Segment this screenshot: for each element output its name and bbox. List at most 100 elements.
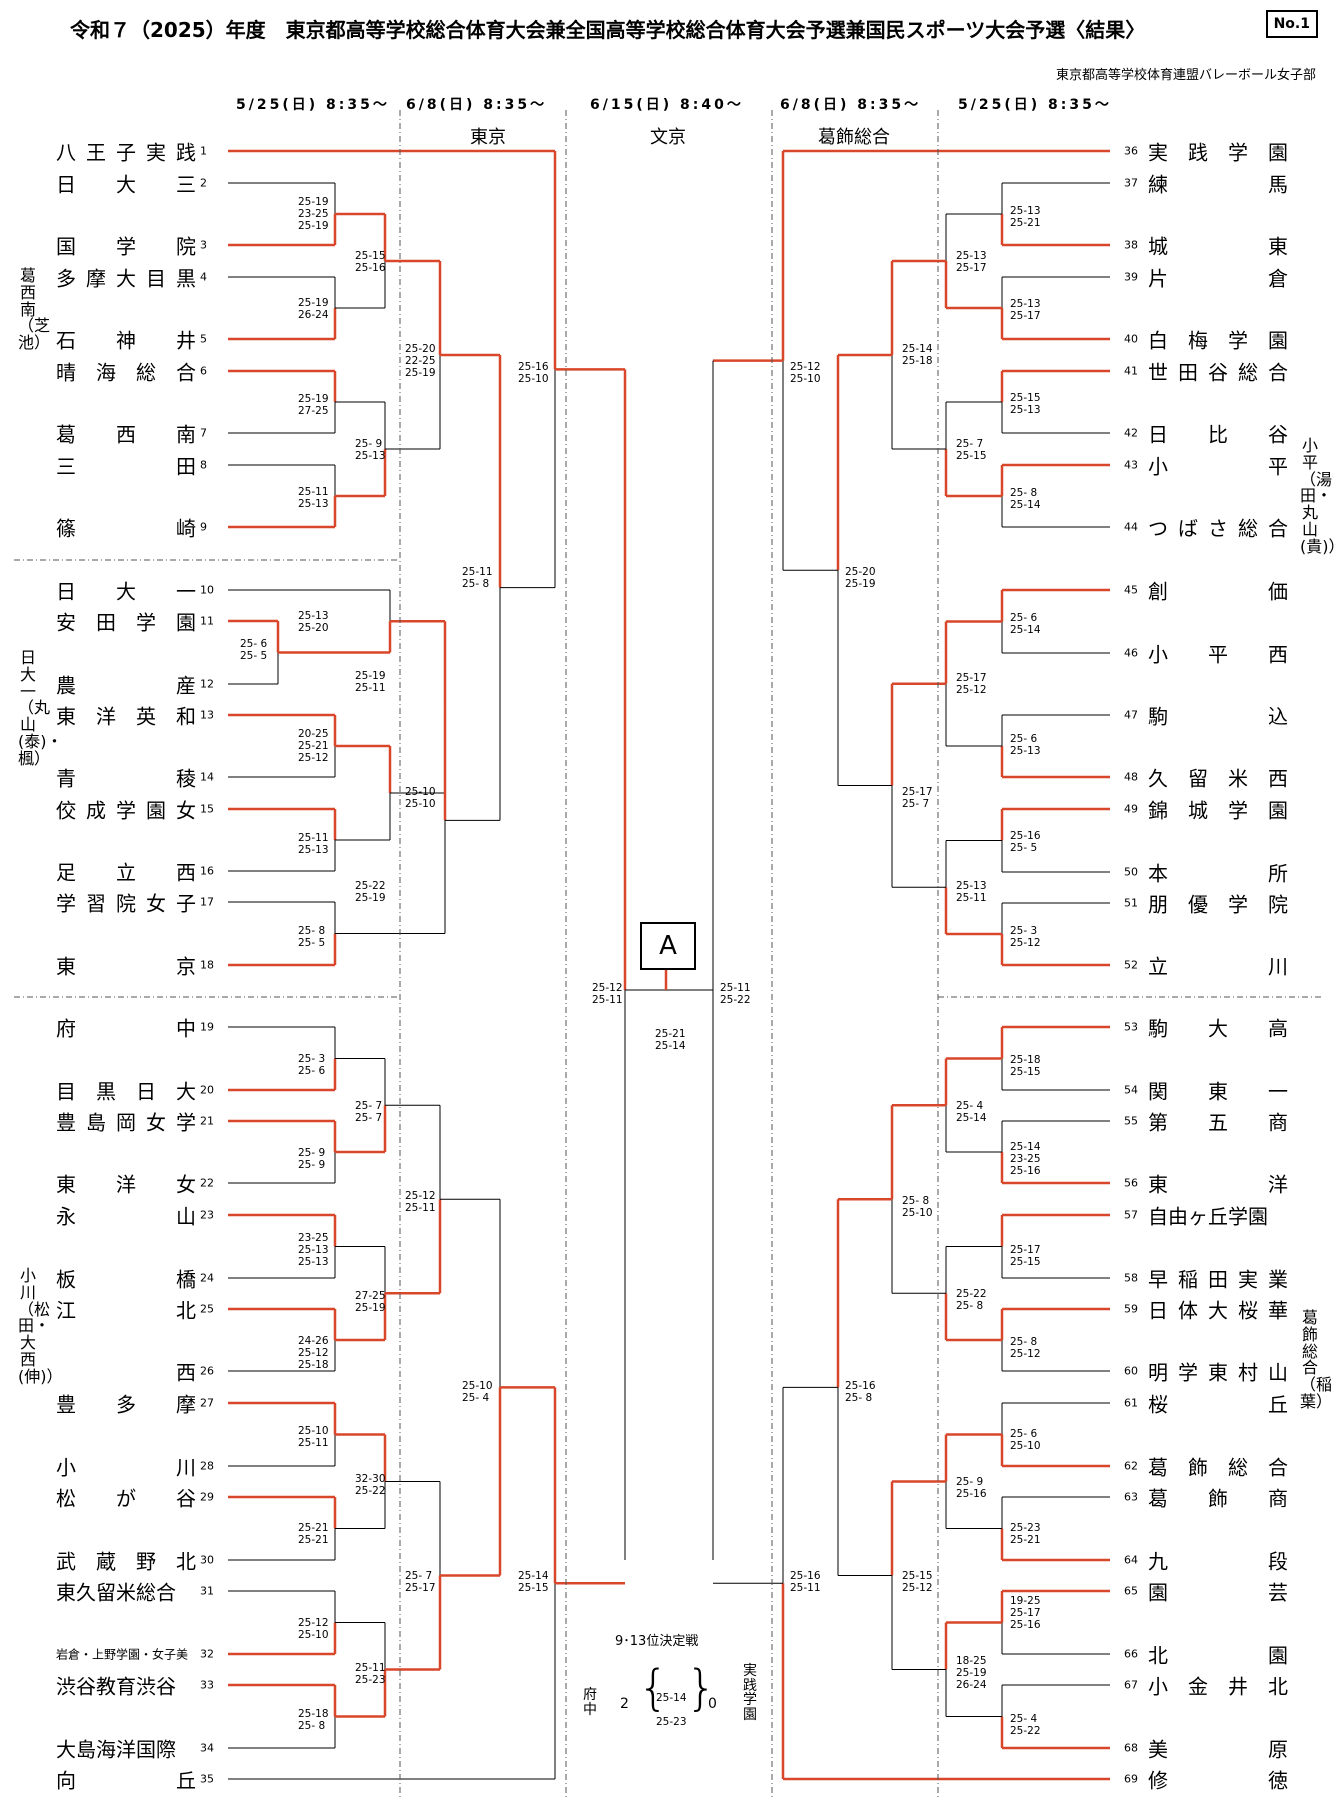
match-score: 25- 6 25-10 <box>1010 1428 1041 1452</box>
team-name-char: 明 <box>1148 1360 1168 1385</box>
team-seed-number: 45 <box>1124 583 1138 597</box>
match-score: 25-16 25- 5 <box>1010 830 1041 854</box>
team-name-char: 関 <box>1148 1079 1168 1104</box>
team-seed-number: 54 <box>1124 1083 1138 1097</box>
team-name: 白梅学園 <box>1148 325 1288 354</box>
team-name-char: 平 <box>1208 642 1228 667</box>
team-name-char: 学 <box>1228 892 1248 917</box>
match-score: 25-19 23-25 25-19 <box>298 196 329 232</box>
team-name-char: 和 <box>176 704 196 729</box>
team-seed-number: 18 <box>200 958 214 972</box>
team-name-char: 世 <box>1148 360 1168 385</box>
team-name: 九段 <box>1148 1546 1288 1575</box>
team-name-char: 日 <box>1148 1298 1168 1323</box>
team-name-char: 目 <box>56 1079 76 1104</box>
match-score: 25- 9 25- 9 <box>298 1147 326 1171</box>
team-name-char: 東 <box>1208 1079 1228 1104</box>
team-seed-number: 64 <box>1124 1553 1138 1567</box>
team-name: 東京 <box>56 951 196 980</box>
team-name: 世田谷総合 <box>1148 357 1288 386</box>
match-score: 25- 6 25-13 <box>1010 733 1041 757</box>
team-name-char: 段 <box>1268 1549 1288 1574</box>
team-seed-number: 32 <box>200 1647 214 1661</box>
team-name: 松が谷 <box>56 1483 196 1512</box>
team-name-char: 創 <box>1148 579 1168 604</box>
team-name: 葛飾総合 <box>1148 1452 1288 1481</box>
team-name-char: 院 <box>176 234 196 259</box>
consolation-right-score: 0 <box>708 1696 717 1712</box>
team-name-char: 野 <box>136 1549 156 1574</box>
team-seed-number: 43 <box>1124 458 1138 472</box>
team-name-char: 向 <box>56 1768 76 1793</box>
team-seed-number: 57 <box>1124 1208 1138 1222</box>
team-name-char: 小 <box>1148 454 1168 479</box>
team-seed-number: 2 <box>200 176 207 190</box>
team-name-char: 実 <box>1238 1267 1258 1292</box>
team-name: 目黒日大 <box>56 1076 196 1105</box>
team-name: 東久留米総合 <box>56 1580 176 1605</box>
team-name-char: 田 <box>1208 1267 1228 1292</box>
team-seed-number: 67 <box>1124 1678 1138 1692</box>
team-name-char: 豊 <box>56 1392 76 1417</box>
team-name-char: 合 <box>1268 360 1288 385</box>
team-name-char: 稜 <box>176 766 196 791</box>
team-name-char: 黒 <box>96 1079 116 1104</box>
date-round1-right: 5/25(日) 8:35～ <box>958 97 1112 113</box>
match-score: 25- 4 25-14 <box>956 1100 987 1124</box>
team-name: 永山 <box>56 1201 196 1230</box>
final-score: 25-21 25-14 <box>655 1028 686 1052</box>
team-name-char: 葛 <box>1148 1455 1168 1480</box>
team-name: 小平西 <box>1148 639 1288 668</box>
team-name-char: 片 <box>1148 266 1168 291</box>
team-name-char: 桜 <box>1148 1392 1168 1417</box>
team-seed-number: 17 <box>200 895 214 909</box>
team-name-char: 海 <box>96 360 116 385</box>
team-name: 西 <box>56 1357 196 1386</box>
team-name-char: 東 <box>1148 1172 1168 1197</box>
team-name-char: 価 <box>1268 579 1288 604</box>
team-name: 佼成学園女 <box>56 795 196 824</box>
team-name: 府中 <box>56 1013 196 1042</box>
match-score: 25-15 25-13 <box>1010 392 1041 416</box>
team-seed-number: 36 <box>1124 144 1138 158</box>
team-name-char: 習 <box>86 891 106 916</box>
team-name: 早稲田実業 <box>1148 1264 1288 1293</box>
team-name: 実践学園 <box>1148 137 1288 166</box>
team-seed-number: 44 <box>1124 520 1138 534</box>
team-seed-number: 33 <box>200 1678 214 1692</box>
team-name: 板橋 <box>56 1264 196 1293</box>
match-score: 25- 8 25-14 <box>1010 487 1041 511</box>
team-name-char: 崎 <box>176 516 196 541</box>
match-score: 25-22 25- 8 <box>956 1288 987 1312</box>
team-name-char: 実 <box>146 140 166 165</box>
team-name-char: 谷 <box>176 1486 196 1511</box>
venue-right: 葛飾総合 <box>818 127 890 148</box>
team-seed-number: 40 <box>1124 332 1138 346</box>
team-name-char: 石 <box>56 328 76 353</box>
team-name-char: 総 <box>1238 516 1258 541</box>
match-score: 25- 8 25- 5 <box>298 925 326 949</box>
team-name-char: 商 <box>1268 1110 1288 1135</box>
match-score: 25- 6 25- 5 <box>240 638 268 662</box>
match-score: 23-25 25-13 25-13 <box>298 1232 329 1268</box>
team-name-char: 板 <box>56 1267 76 1292</box>
team-name: 第五商 <box>1148 1107 1288 1136</box>
date-final: 6/15(日) 8:40～ <box>590 97 744 113</box>
team-name: 駒込 <box>1148 701 1288 730</box>
team-seed-number: 66 <box>1124 1647 1138 1661</box>
team-name: 東洋英和 <box>56 701 196 730</box>
team-name: 豊多摩 <box>56 1389 196 1418</box>
match-score: 25-13 25-17 <box>1010 298 1041 322</box>
team-name-char: 国 <box>56 234 76 259</box>
team-name-char: 英 <box>136 704 156 729</box>
team-name-char: 西 <box>176 1360 196 1385</box>
team-name-char: 高 <box>1268 1016 1288 1041</box>
team-seed-number: 9 <box>200 520 207 534</box>
team-seed-number: 68 <box>1124 1741 1138 1755</box>
team-name-char: 学 <box>136 610 156 635</box>
team-name-char: 山 <box>176 1204 196 1229</box>
match-score: 25-19 25-11 <box>355 670 386 694</box>
team-name-char: 洋 <box>96 704 116 729</box>
team-seed-number: 69 <box>1124 1772 1138 1786</box>
team-name: 日比谷 <box>1148 419 1288 448</box>
